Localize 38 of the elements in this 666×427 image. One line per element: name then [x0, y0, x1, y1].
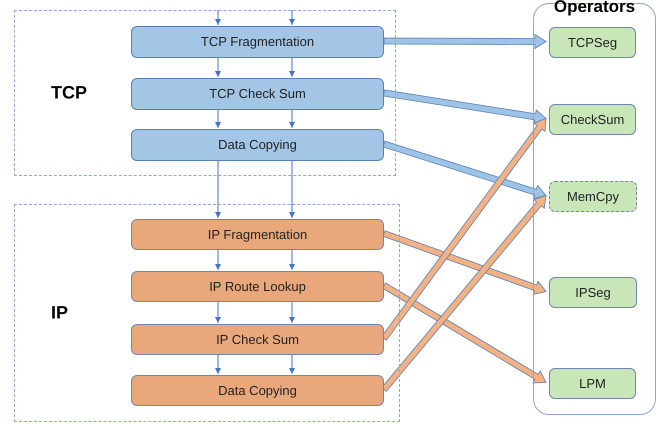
- thick-arrow: [382, 230, 547, 295]
- process-box: IP Fragmentation: [131, 219, 384, 250]
- arrow: [215, 56, 221, 78]
- process-box: IP Route Lookup: [131, 271, 384, 302]
- thick-arrow: [384, 34, 547, 50]
- group-label: TCP: [51, 82, 87, 104]
- arrow: [215, 108, 221, 128]
- process-box: Data Copying: [131, 129, 384, 161]
- operator-box: IPSeg: [549, 277, 637, 308]
- arrow: [215, 160, 221, 218]
- dashed-group-box: [14, 10, 396, 176]
- arrow: [289, 354, 295, 374]
- process-box: IP Check Sum: [131, 324, 384, 355]
- thick-arrow: [381, 194, 546, 392]
- arrow: [289, 108, 295, 128]
- arrow: [215, 248, 221, 270]
- panel-heading: Operators: [552, 0, 636, 15]
- thick-arrow: [383, 90, 547, 124]
- arrow: [289, 160, 295, 218]
- arrow: [289, 10, 295, 26]
- arrow: [289, 300, 295, 324]
- operator-box: MemCpy: [549, 181, 637, 212]
- arrow: [215, 354, 221, 374]
- arrow: [289, 56, 295, 78]
- operator-box: CheckSum: [549, 104, 636, 135]
- arrow: [215, 10, 221, 26]
- arrow: [289, 248, 295, 270]
- dashed-group-box: [14, 204, 400, 422]
- thick-arrow: [382, 282, 547, 384]
- thick-arrow: [382, 140, 547, 200]
- arrow: [215, 300, 221, 324]
- process-box: Data Copying: [131, 375, 384, 406]
- process-box: TCP Check Sum: [131, 78, 384, 110]
- operator-box: LPM: [549, 368, 636, 399]
- process-box: TCP Fragmentation: [131, 26, 384, 58]
- group-label: IP: [51, 302, 68, 324]
- operator-box: TCPSeg: [549, 27, 636, 58]
- thick-arrow: [381, 118, 546, 341]
